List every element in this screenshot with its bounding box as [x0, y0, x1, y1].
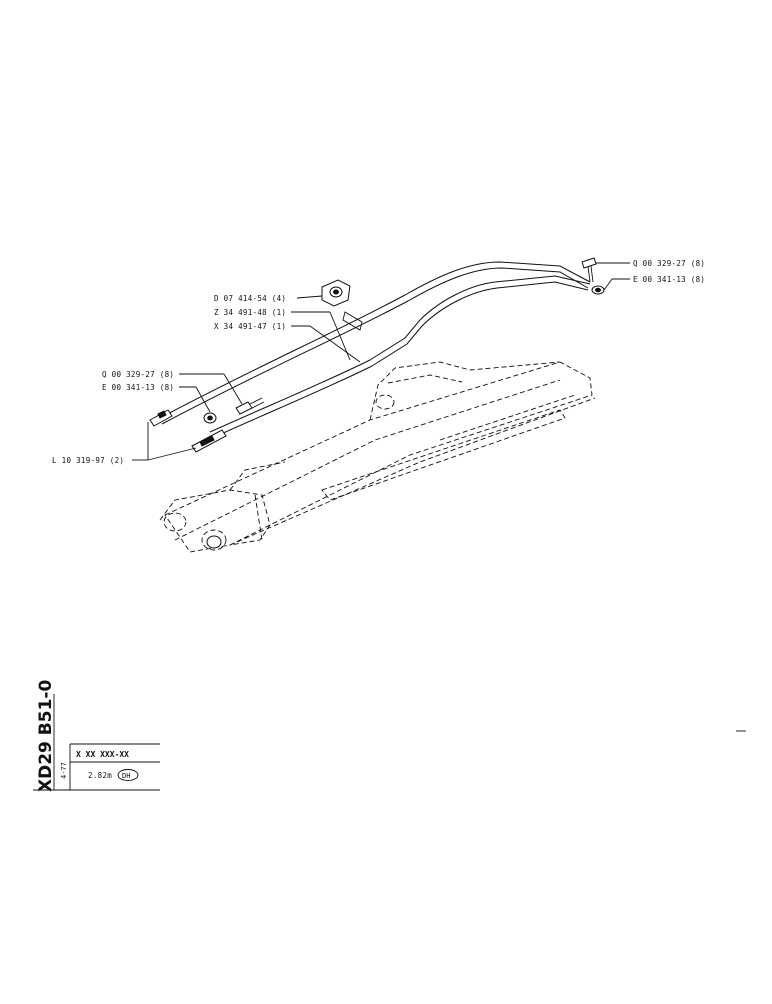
leader-lines: [132, 262, 630, 461]
bolt-left: [235, 397, 265, 415]
revision-date: 4-77: [60, 762, 68, 779]
boom-outline: [159, 361, 596, 553]
nut-top-right: [591, 285, 605, 295]
label-x-pipe: X 34 491-47 (1): [214, 322, 286, 331]
label-q-bolt-left: Q 00 329-27 (8): [102, 370, 174, 379]
hose-fitting-upper: [149, 409, 173, 427]
clamp-block: [321, 279, 351, 307]
bolt-top-right: [581, 257, 597, 283]
label-d-clamp: D 07 414-54 (4): [214, 294, 286, 303]
label-q-bolt-right: Q 00 329-27 (8): [633, 259, 705, 268]
part-number-field: X XX XXX-XX: [76, 750, 129, 759]
label-e-nut-right: E 00 341-13 (8): [633, 275, 705, 284]
title-block: XD29 B51-0 4-77 X XX XXX-XX 2.82m DH: [33, 680, 160, 792]
nut-left: [203, 412, 217, 424]
spec-length: 2.82m: [88, 771, 112, 780]
hose-fitting-lower: [191, 429, 227, 453]
sheet-code: XD29 B51-0: [36, 680, 56, 792]
spec-badge-oval: [117, 769, 139, 781]
label-l-hose: L 10 319-97 (2): [52, 456, 124, 465]
spec-badge: DH: [122, 772, 130, 780]
pipe-lines: [159, 261, 591, 439]
label-z-pipe: Z 34 491-48 (1): [214, 308, 286, 317]
label-e-nut-left: E 00 341-13 (8): [102, 383, 174, 392]
part-labels: Q 00 329-27 (8) E 00 341-13 (8) D 07 414…: [52, 259, 705, 465]
